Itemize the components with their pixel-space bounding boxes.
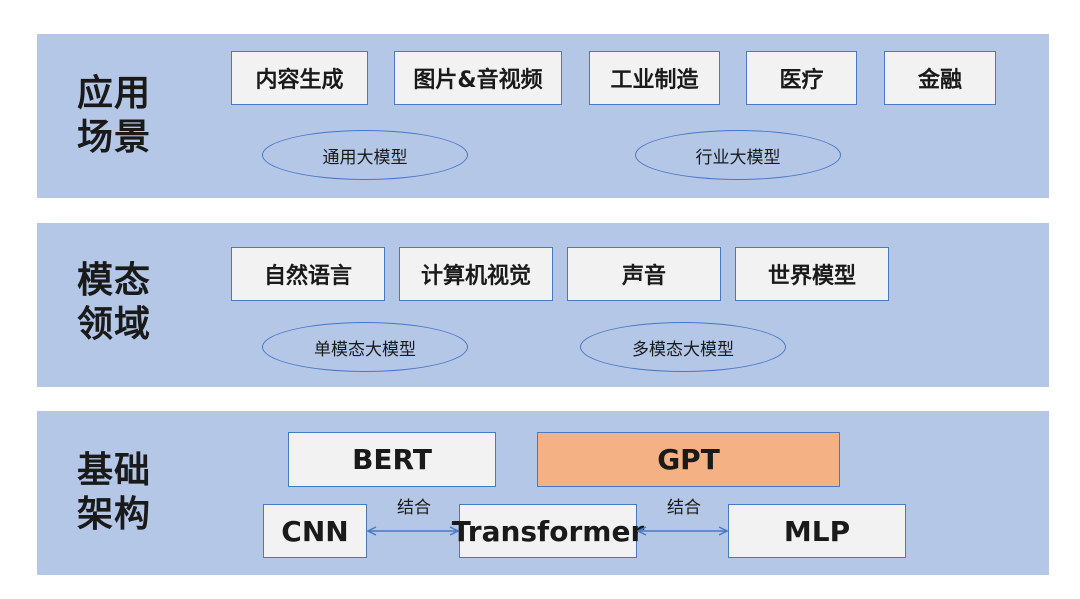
oval-multi-modal-model: 多模态大模型 <box>580 322 786 372</box>
modality-layer-title: 模态 领域 <box>77 259 167 347</box>
app-box-content-generation: 内容生成 <box>231 51 368 105</box>
connector-label-cnn-transformer: 结合 <box>397 498 431 518</box>
application-layer-title: 应用 场景 <box>77 72 167 160</box>
application-title-line2: 场景 <box>77 117 152 158</box>
architecture-layer-title: 基础 架构 <box>77 449 167 537</box>
modality-box-natural-language: 自然语言 <box>231 247 385 301</box>
modality-title-line1: 模态 <box>77 260 152 301</box>
arch-box-gpt: GPT <box>537 432 840 487</box>
app-box-finance: 金融 <box>884 51 996 105</box>
modality-title-line2: 领域 <box>77 304 152 345</box>
app-box-image-audio-video: 图片&音视频 <box>394 51 562 105</box>
oval-industry-model: 行业大模型 <box>635 130 841 180</box>
connector-label-transformer-mlp: 结合 <box>667 498 701 518</box>
oval-general-model: 通用大模型 <box>262 130 468 180</box>
arch-box-transformer: Transformer <box>452 504 644 558</box>
modality-box-audio: 声音 <box>567 247 721 301</box>
application-title-line1: 应用 <box>77 73 152 114</box>
app-box-industrial-manufacturing: 工业制造 <box>589 51 720 105</box>
modality-box-world-model: 世界模型 <box>735 247 889 301</box>
arch-box-bert: BERT <box>288 432 496 487</box>
architecture-title-line2: 架构 <box>77 494 152 535</box>
oval-single-modal-model: 单模态大模型 <box>262 322 468 372</box>
architecture-title-line1: 基础 <box>77 450 152 491</box>
arch-box-mlp: MLP <box>728 504 906 558</box>
app-box-medical: 医疗 <box>746 51 857 105</box>
arch-box-cnn: CNN <box>263 504 367 558</box>
modality-box-computer-vision: 计算机视觉 <box>399 247 553 301</box>
